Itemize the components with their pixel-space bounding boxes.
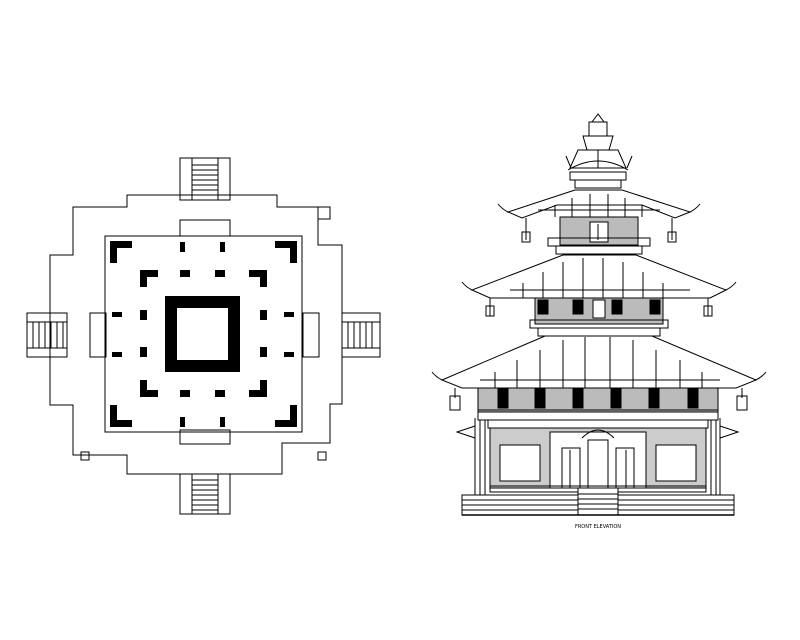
top-roof	[497, 189, 701, 243]
top-tier-body	[547, 216, 651, 255]
east-staircase	[302, 312, 381, 358]
corner-notch	[317, 451, 327, 461]
flags	[455, 418, 740, 495]
middle-tier-body	[529, 297, 669, 337]
pinnacle	[565, 113, 633, 189]
plinth-outline	[49, 194, 343, 475]
elevation-caption: FRONT ELEVATION	[575, 524, 621, 530]
middle-roof	[461, 254, 737, 317]
roof-struts	[477, 387, 719, 429]
north-staircase	[179, 157, 231, 237]
temple-front-elevation: FRONT ELEVATION	[431, 113, 767, 530]
temple-platform	[104, 235, 303, 433]
plan-walls	[110, 241, 297, 427]
corner-notch	[80, 451, 90, 461]
lower-roof	[431, 335, 767, 411]
south-staircase	[179, 429, 231, 515]
plinth	[461, 487, 735, 516]
temple-floor-plan	[26, 157, 381, 515]
ground-floor	[479, 420, 717, 495]
west-staircase	[26, 312, 107, 358]
corner-notch	[317, 206, 331, 220]
